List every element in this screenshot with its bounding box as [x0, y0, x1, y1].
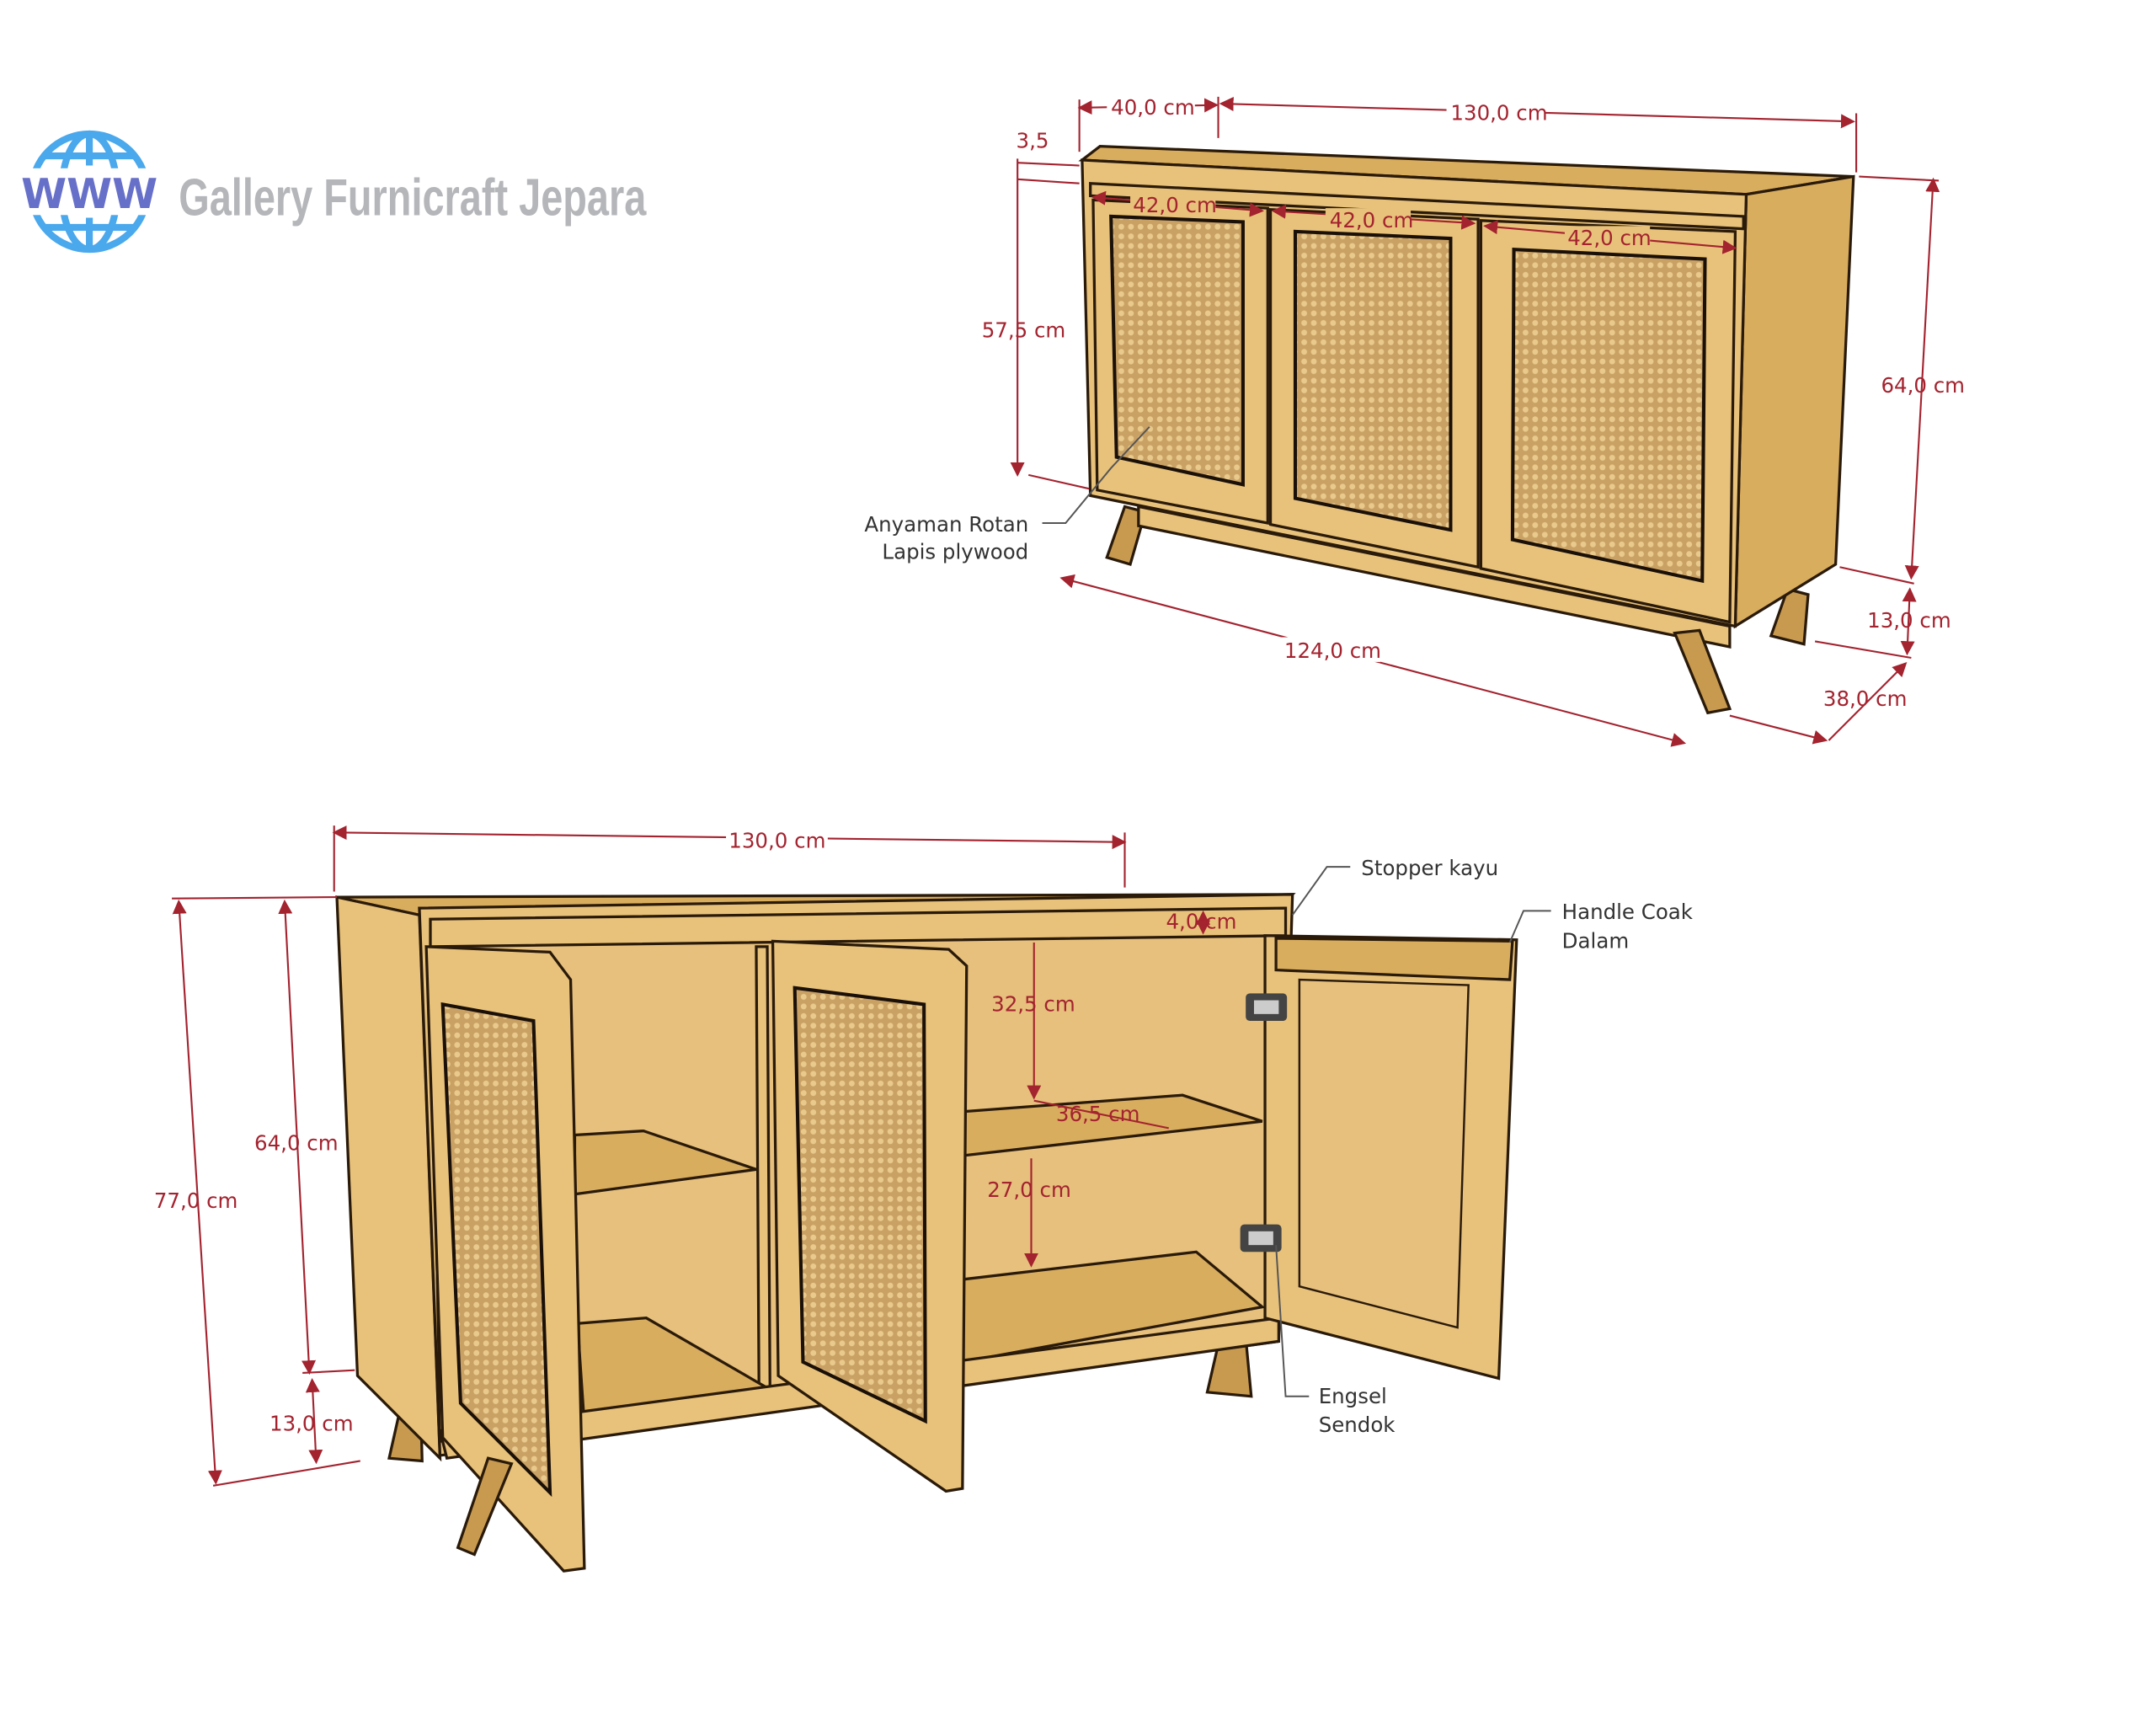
note-hinge-1: Engsel [1319, 1384, 1387, 1408]
dim-open-body-height: 64,0 cm [254, 1130, 339, 1155]
side-panel [335, 895, 442, 1462]
dim-door-width-2: 42,0 cm [1330, 208, 1414, 232]
logo: WWW Gallery Furnicraft Jepara [21, 130, 647, 254]
dim-lower-space: 27,0 cm [987, 1178, 1071, 1202]
brand-name: Gallery Furnicraft Jepara [179, 168, 646, 227]
dim-front-height: 57,5 cm [982, 318, 1066, 343]
rattan-panel [1109, 214, 1245, 487]
dim-total-height: 77,0 cm [154, 1189, 238, 1213]
closed-dimensions: 40,0 cm 130,0 cm 3,5 57,5 cm 64,0 cm 13,… [864, 95, 1965, 747]
note-rattan-1: Anyaman Rotan [864, 512, 1028, 537]
dim-shelf-depth: 36,5 cm [1056, 1102, 1140, 1126]
hinge-icon [1246, 993, 1288, 1022]
dim-width-top: 130,0 cm [1450, 101, 1547, 126]
dim-door-width-3: 42,0 cm [1567, 226, 1652, 250]
note-hinge-2: Sendok [1319, 1413, 1396, 1437]
rattan-panel [1293, 229, 1453, 532]
globe-text: WWW [21, 170, 157, 218]
rattan-panel [792, 986, 927, 1424]
rattan-panel [440, 1002, 552, 1498]
dim-body-height: 64,0 cm [1881, 373, 1965, 398]
dim-base-depth: 38,0 cm [1823, 686, 1908, 711]
dim-open-width: 130,0 cm [728, 828, 825, 852]
dim-base-width: 124,0 cm [1284, 638, 1381, 663]
leg [1673, 628, 1732, 715]
open-cabinet [335, 893, 1518, 1573]
note-rattan-2: Lapis plywood [882, 539, 1028, 564]
dim-leg-height: 13,0 cm [1867, 608, 1951, 633]
leg [1769, 587, 1810, 646]
open-dimensions: 130,0 cm 77,0 cm 64,0 cm 13,0 cm 4,0 cm … [154, 825, 1694, 1487]
rattan-panel [1510, 247, 1707, 584]
dim-stopper-gap: 4,0 cm [1166, 910, 1236, 934]
dim-depth-top: 40,0 cm [1111, 95, 1195, 120]
hinge-icon [1240, 1224, 1282, 1253]
door-inner-panel [1298, 978, 1470, 1329]
note-handle-1: Handle Coak [1562, 900, 1694, 924]
dim-upper-space: 32,5 cm [991, 992, 1075, 1017]
handle-groove [1274, 937, 1514, 981]
note-stopper: Stopper kayu [1361, 856, 1498, 880]
dim-top-thickness: 3,5 [1017, 128, 1049, 152]
divider [755, 945, 771, 1391]
dim-door-width-1: 42,0 cm [1133, 193, 1217, 217]
note-handle-2: Dalam [1562, 928, 1629, 953]
dim-open-leg-height: 13,0 cm [270, 1412, 354, 1436]
side-panel [1733, 174, 1855, 629]
closed-cabinet [1078, 144, 1855, 715]
leg [456, 1456, 514, 1557]
